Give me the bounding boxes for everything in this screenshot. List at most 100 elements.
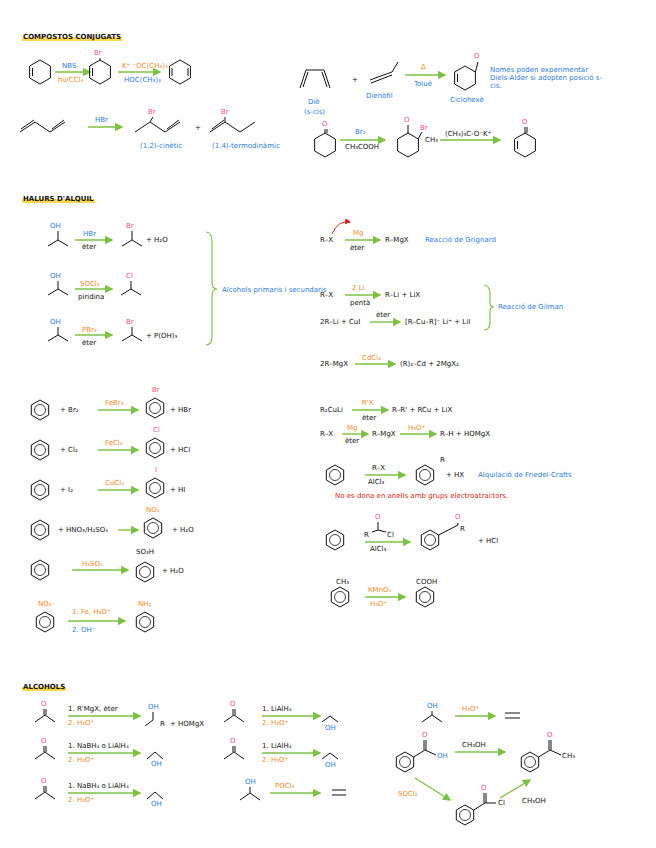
formula-text: + P(OH)₃: [146, 332, 177, 340]
atom-label: Br: [126, 318, 134, 326]
note-text: OH: [325, 761, 336, 769]
formula-text: R–H + HOMgX: [440, 430, 490, 438]
atom-label: Cl: [153, 426, 160, 434]
reagent-label: 2. H₃O⁺: [262, 719, 288, 727]
formula-text: èter: [350, 244, 364, 252]
formula-text: R–Li + LiX: [385, 291, 420, 299]
atom-label: O: [474, 52, 480, 60]
atom-label: O: [230, 737, 236, 745]
atom-label: Br: [94, 49, 102, 57]
atom-label: O: [375, 513, 381, 521]
formula-text: (CH₃)₃C-O⁻K⁺: [445, 130, 491, 138]
atom-label: O: [522, 118, 528, 126]
formula-text: + HNO₃/H₂SO₄: [58, 526, 108, 534]
reagent-label: 2. H₃O⁺: [262, 756, 288, 764]
formula-text: R–X: [320, 236, 333, 244]
note-text: (1,2)-cinètic: [140, 142, 182, 150]
atom-label: O: [41, 777, 47, 785]
note-text: Dienòfil: [366, 92, 393, 100]
reagent-label: NO₂: [146, 506, 160, 514]
atom-label: Br: [221, 108, 229, 116]
reagent-label: 1. Fe, H₃O⁺: [72, 608, 111, 616]
reagent-label: H₃O⁺: [462, 705, 479, 713]
reagent-label: CuCl₂: [105, 479, 124, 487]
note-text: Br₂: [355, 128, 366, 136]
note-text: Alquilació de Friedel-Crafts: [478, 471, 572, 479]
reagent-label: SOCl₂: [80, 280, 100, 288]
reagent-label: H₃O⁺: [370, 600, 387, 608]
reagent-label: NH₂: [138, 600, 151, 608]
section-heading: COMPOSTOS CONJUGATS: [22, 33, 122, 41]
note-text: OH: [325, 724, 336, 732]
warning-note: No es dona en anells amb grups electroat…: [335, 492, 508, 500]
formula-text: 2R–Li + CuI: [320, 318, 360, 326]
formula-text: AlCl₃: [370, 545, 386, 553]
note-text: HBr: [95, 116, 108, 124]
reagent-label: 2. H₃O⁺: [68, 796, 94, 804]
atom-label: Br: [152, 386, 160, 394]
atom-label: Br: [420, 124, 428, 132]
note-text: OH: [50, 272, 61, 280]
formula-text: piridina: [78, 293, 104, 301]
note-text: Alcohols primaris i secundaris: [222, 286, 327, 294]
electron-arrow: [332, 222, 350, 234]
formula-text: èter: [376, 311, 390, 319]
formula-text: R–X: [320, 291, 333, 299]
formula-text: èter: [82, 339, 96, 347]
formula-text: R₂CuLi: [320, 406, 343, 414]
formula-text: pentà: [350, 299, 370, 307]
formula-text: CH₃COOH: [345, 143, 379, 151]
reagent-label: hν/CCl₄: [58, 76, 83, 84]
reagent-label: PBr₃: [82, 326, 97, 334]
reagent-label: NO₂: [38, 600, 52, 608]
formula-text: èter: [345, 437, 359, 445]
formula-text: Cl: [387, 531, 394, 539]
reagent-label: Δ: [421, 63, 426, 71]
formula-text: 1. LiAlH₄: [262, 705, 292, 713]
note-text: OH: [151, 800, 162, 808]
note-text: (s-cis): [304, 108, 325, 116]
reagent-label: H₃O⁺: [408, 424, 425, 432]
formula-text: R: [160, 720, 165, 728]
formula-text: 1. R'MgX, èter: [68, 705, 118, 713]
note-text: OH: [50, 318, 61, 326]
note-text: Només poden experimentar Diels-Alder si …: [490, 66, 608, 90]
formula-text: (R)₂–Cd + 2MgX₂: [400, 360, 459, 368]
formula-text: + HI: [170, 486, 185, 494]
note-text: Ciclohexè: [450, 96, 484, 104]
formula-text: CH₃: [562, 752, 575, 760]
reagent-label: Mg: [353, 229, 363, 237]
formula-text: R–R' + RCu + LiX: [392, 406, 452, 414]
atom-label: O: [422, 731, 428, 739]
note-text: Toluè: [414, 80, 432, 88]
formula-text: èter: [362, 414, 376, 422]
formula-text: + H₂O: [162, 567, 184, 575]
formula-text: + I₂: [60, 486, 73, 494]
atom-label: O: [322, 120, 328, 128]
formula-text: CH₃OH: [522, 797, 546, 805]
reagent-label: K⁺ ⁻OC(CH₃)₃: [122, 62, 168, 70]
note-text: OH: [148, 703, 159, 711]
note-text: HBr: [83, 230, 96, 238]
formula-text: CH₃: [425, 136, 438, 144]
formula-text: R–MgX: [385, 236, 409, 244]
note-text: 2. OH⁻: [72, 626, 95, 634]
formula-text: + H₂O: [172, 526, 194, 534]
formula-text: [R–Cu–R]⁻ Li⁺ + LiI: [405, 318, 470, 326]
braces: [206, 232, 494, 345]
reagent-label: 2 Li: [352, 284, 365, 292]
atom-label: I: [155, 466, 157, 474]
formula-text: 2R–MgX: [320, 360, 348, 368]
formula-text: CH₃OH: [462, 741, 486, 749]
formula-text: R–X: [320, 430, 333, 438]
note-text: OH: [437, 752, 448, 760]
reagent-label: POCl₃: [275, 782, 294, 790]
molecules: [20, 58, 561, 825]
formula-text: R–MgX: [372, 430, 396, 438]
atom-label: O: [481, 784, 487, 792]
note-text: Diè: [308, 98, 320, 106]
formula-text: + HCl: [170, 446, 190, 454]
note-text: Reacció de Gilman: [498, 303, 563, 311]
